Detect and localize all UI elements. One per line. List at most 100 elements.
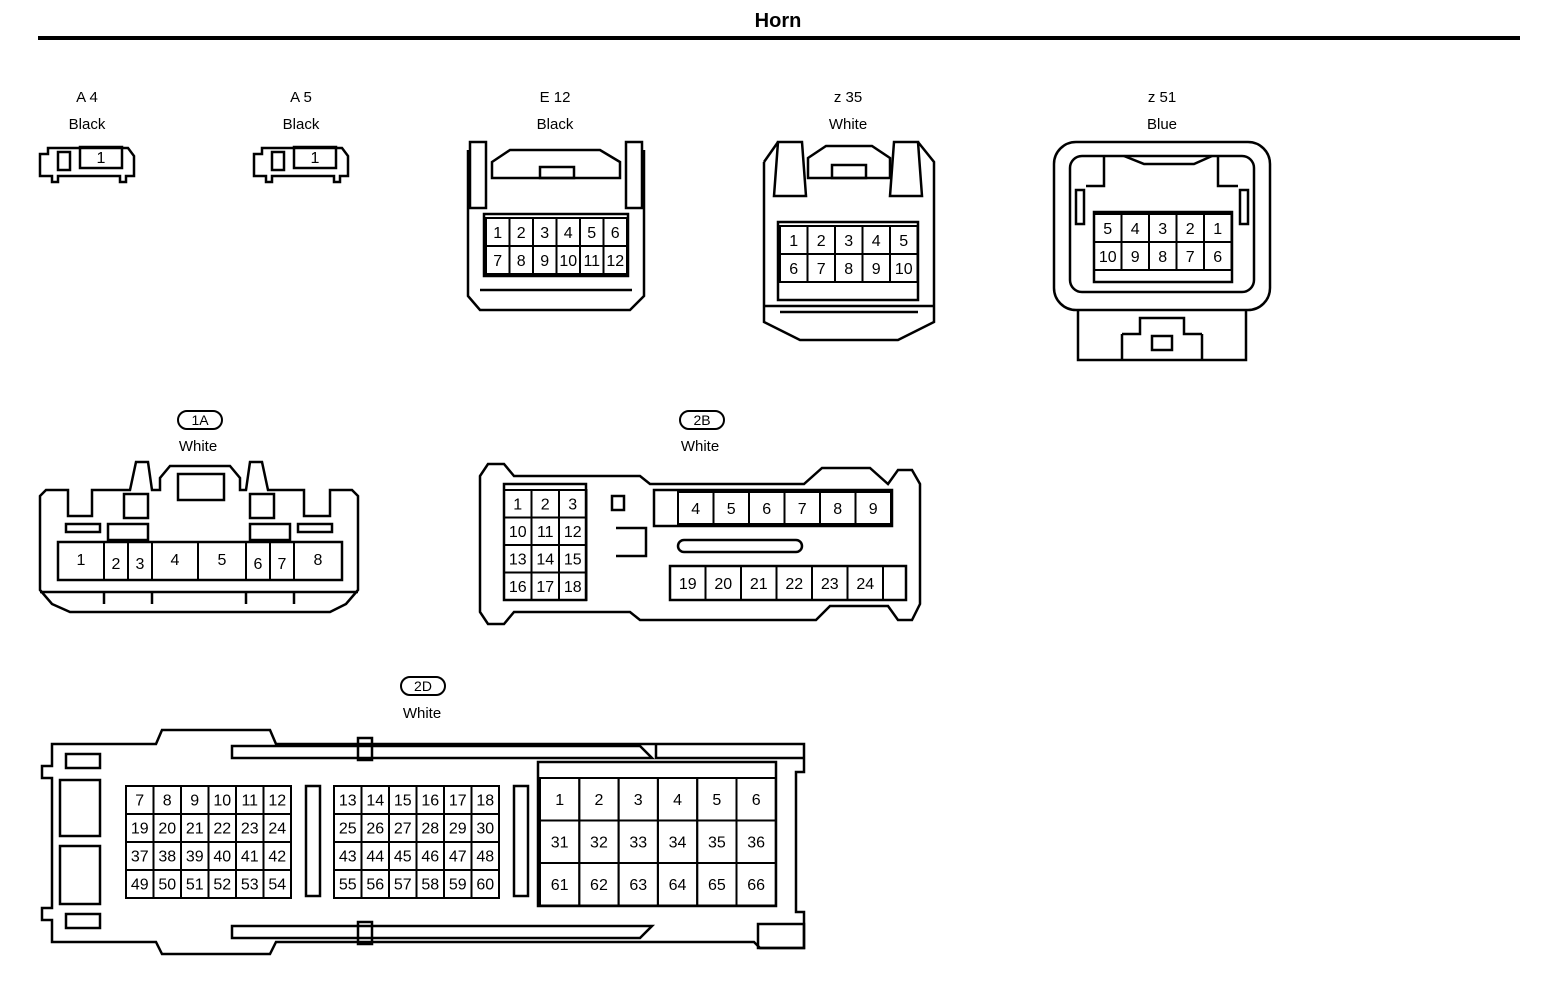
2d-pin-8: 8 bbox=[163, 792, 172, 809]
2d-pin-59: 59 bbox=[449, 876, 467, 893]
e12-pin-2: 2 bbox=[517, 225, 526, 242]
2d-pin-47: 47 bbox=[449, 848, 467, 865]
2b-pin-3: 3 bbox=[568, 497, 577, 514]
2d-pin-44: 44 bbox=[366, 848, 384, 865]
connector-e12-color: Black bbox=[536, 116, 574, 133]
2d-pin-29: 29 bbox=[449, 820, 467, 837]
2d-pin-54: 54 bbox=[268, 876, 286, 893]
2d-pin-33: 33 bbox=[629, 835, 647, 852]
2d-pin-12: 12 bbox=[268, 792, 286, 809]
2b-cell bbox=[854, 491, 892, 525]
page-title: Horn bbox=[754, 10, 802, 32]
2d-pin-32: 32 bbox=[590, 835, 608, 852]
2d-pin-41: 41 bbox=[241, 848, 259, 865]
2b-pin-12: 12 bbox=[564, 524, 582, 541]
2d-pin-43: 43 bbox=[339, 848, 357, 865]
2d-pin-1: 1 bbox=[555, 792, 564, 809]
2d-pin-65: 65 bbox=[708, 877, 726, 894]
z35-pin-3: 3 bbox=[844, 233, 853, 250]
1a-pin-1: 1 bbox=[77, 552, 86, 569]
2b-pin-13: 13 bbox=[509, 552, 527, 569]
2d-pin-23: 23 bbox=[241, 820, 259, 837]
2d-pin-48: 48 bbox=[476, 848, 494, 865]
connector-2b-code: 2B bbox=[679, 410, 725, 430]
2b-pin-16: 16 bbox=[509, 579, 527, 596]
2d-pin-49: 49 bbox=[131, 876, 149, 893]
2d-pin-10: 10 bbox=[213, 792, 231, 809]
z35-pin-7: 7 bbox=[817, 261, 826, 278]
e12-pin-11: 11 bbox=[583, 253, 600, 270]
connector-a4-color: Black bbox=[68, 116, 106, 133]
connector-2b-color: White bbox=[680, 438, 720, 455]
2b-pin-10: 10 bbox=[509, 524, 527, 541]
2d-pin-62: 62 bbox=[590, 877, 608, 894]
1a-pin-3: 3 bbox=[136, 556, 145, 573]
2d-pin-35: 35 bbox=[708, 835, 726, 852]
2d-pin-63: 63 bbox=[629, 877, 647, 894]
2d-pin-15: 15 bbox=[394, 792, 412, 809]
e12-pin-3: 3 bbox=[540, 225, 549, 242]
e12-pin-4: 4 bbox=[564, 225, 573, 242]
2b-pin-1: 1 bbox=[513, 497, 522, 514]
2d-pin-22: 22 bbox=[213, 820, 231, 837]
2d-pin-20: 20 bbox=[158, 820, 176, 837]
2d-pin-28: 28 bbox=[421, 820, 439, 837]
2d-pin-7: 7 bbox=[135, 792, 144, 809]
connector-2d-code: 2D bbox=[400, 676, 446, 696]
2d-cell bbox=[470, 869, 500, 899]
2d-pin-46: 46 bbox=[421, 848, 439, 865]
2b-pin-4: 4 bbox=[691, 501, 700, 518]
2d-pin-30: 30 bbox=[476, 820, 494, 837]
2d-pin-55: 55 bbox=[339, 876, 357, 893]
2d-pin-53: 53 bbox=[241, 876, 259, 893]
z51-pin-7: 7 bbox=[1186, 249, 1195, 266]
2d-pin-51: 51 bbox=[186, 876, 204, 893]
2b-pin-19: 19 bbox=[679, 576, 697, 593]
2d-pin-3: 3 bbox=[634, 792, 643, 809]
2b-cell bbox=[558, 571, 588, 601]
title-rule bbox=[38, 36, 1520, 40]
2b-pin-11: 11 bbox=[537, 524, 554, 541]
2d-pin-14: 14 bbox=[366, 792, 384, 809]
2d-pin-39: 39 bbox=[186, 848, 204, 865]
z51-pin-10: 10 bbox=[1099, 249, 1117, 266]
e12-pin-9: 9 bbox=[540, 253, 549, 270]
connector-e12-code: E 12 bbox=[539, 89, 571, 106]
z51-cell bbox=[1203, 241, 1233, 271]
e12-cell bbox=[602, 245, 628, 275]
1a-pin-8: 8 bbox=[314, 552, 323, 569]
1a-pin-7: 7 bbox=[278, 556, 287, 573]
z35-pin-10: 10 bbox=[895, 261, 913, 278]
2d-pin-5: 5 bbox=[712, 792, 721, 809]
z51-pin-5: 5 bbox=[1103, 221, 1112, 238]
2d-pin-40: 40 bbox=[213, 848, 231, 865]
2d-pin-64: 64 bbox=[669, 877, 687, 894]
2b-pin-7: 7 bbox=[798, 501, 807, 518]
2b-pin-21: 21 bbox=[750, 576, 768, 593]
2d-pin-9: 9 bbox=[190, 792, 199, 809]
2d-pin-13: 13 bbox=[339, 792, 357, 809]
2d-cell bbox=[262, 869, 292, 899]
2d-pin-11: 11 bbox=[241, 792, 258, 809]
e12-pin-12: 12 bbox=[606, 253, 624, 270]
connector-z35-color: White bbox=[828, 116, 868, 133]
2d-pin-36: 36 bbox=[747, 835, 765, 852]
z35-pin-1: 1 bbox=[789, 233, 798, 250]
2d-pin-2: 2 bbox=[594, 792, 603, 809]
2d-pin-66: 66 bbox=[747, 877, 765, 894]
2d-pin-61: 61 bbox=[551, 877, 569, 894]
2d-pin-27: 27 bbox=[394, 820, 412, 837]
2d-pin-42: 42 bbox=[268, 848, 286, 865]
2b-pin-6: 6 bbox=[762, 501, 771, 518]
a4-pin-1: 1 bbox=[97, 150, 106, 167]
2d-pin-60: 60 bbox=[476, 876, 494, 893]
2d-pin-25: 25 bbox=[339, 820, 357, 837]
a5-pin-1: 1 bbox=[311, 150, 320, 167]
connector-2d-color: White bbox=[402, 705, 442, 722]
z35-pin-4: 4 bbox=[872, 233, 881, 250]
z51-pin-3: 3 bbox=[1158, 221, 1167, 238]
z51-pin-8: 8 bbox=[1158, 249, 1167, 266]
